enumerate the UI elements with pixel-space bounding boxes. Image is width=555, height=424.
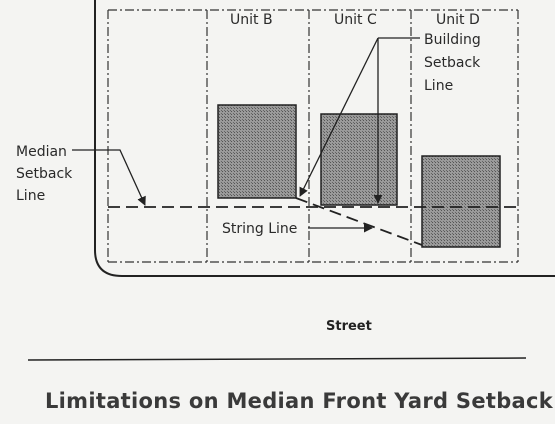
building-unit-b [217,104,297,199]
string-line-label: String Line [222,221,297,237]
building-setback-label-2: Setback [424,55,481,71]
caption-divider [27,357,527,361]
median-setback-label-2: Setback [16,166,73,182]
unit-d-label: Unit D [436,12,480,28]
building-setback-label-3: Line [424,78,453,94]
building-unit-c [320,113,398,206]
block-curb-outline [94,0,555,277]
unit-c-label: Unit C [334,12,377,28]
string-line [295,197,423,246]
median-setback-label-1: Median [16,144,67,160]
street-label: Street [326,319,372,334]
median-setback-leader [72,149,146,206]
building-setback-arrow-1 [299,37,379,197]
building-setback-label-1: Building [424,32,481,48]
building-unit-d [421,155,501,248]
diagram-caption: Limitations on Median Front Yard Setback [45,389,554,413]
unit-b-label: Unit B [230,12,273,28]
median-setback-label-3: Line [16,188,45,204]
lot-boundaries [107,9,519,263]
